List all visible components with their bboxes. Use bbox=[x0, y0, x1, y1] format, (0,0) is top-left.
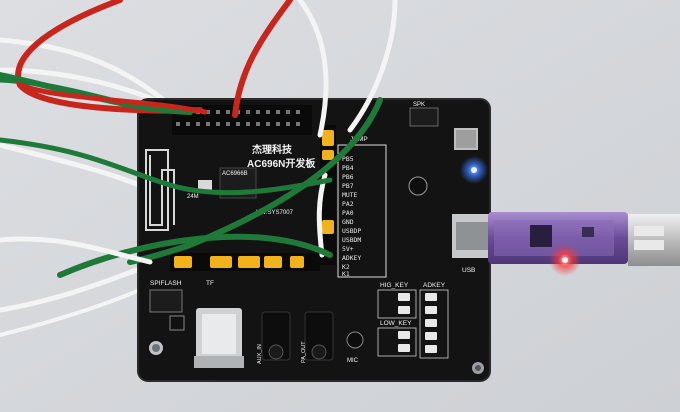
header-label: PB6 bbox=[342, 173, 354, 181]
aux-in-jack bbox=[261, 311, 291, 361]
adkey-label: ADKEY bbox=[423, 282, 446, 289]
board-title-model: AC696N开发板 bbox=[247, 157, 316, 170]
mic-label: MIC bbox=[347, 358, 359, 364]
crystal-label: 24M bbox=[187, 194, 199, 200]
header-label: K1 bbox=[342, 270, 350, 278]
board-title-cn: 杰理科技 bbox=[252, 143, 293, 156]
header-label: USBDP bbox=[342, 227, 361, 235]
mic bbox=[346, 331, 364, 349]
hw-label: HW:SYS7007 bbox=[256, 210, 294, 216]
pa-out-label: PA_OUT bbox=[301, 341, 307, 363]
header-label: USBDM bbox=[342, 236, 361, 244]
header-label: PB7 bbox=[342, 182, 354, 190]
header-label: PB5 bbox=[342, 155, 354, 163]
header-label: PA0 bbox=[342, 209, 354, 217]
low-key-label: LOW_KEY bbox=[380, 320, 412, 327]
jumper-caps-horizontal bbox=[174, 256, 304, 268]
chip-label: AC6966B bbox=[222, 171, 248, 177]
header-label: GND bbox=[342, 218, 354, 226]
jumper-caps-vertical bbox=[322, 130, 334, 234]
wires-front bbox=[0, 0, 398, 278]
header-label: MUTE bbox=[342, 191, 358, 199]
header-label-column: PB5 PB4 PB6 PB7 MUTE PA2 PA0 GND USBDP U… bbox=[337, 144, 387, 278]
antenna-trace bbox=[145, 149, 175, 231]
pa-out-jack bbox=[304, 311, 334, 361]
header-label: PB4 bbox=[342, 164, 354, 172]
header-label: K2 bbox=[342, 263, 350, 271]
hig-key-label: HIG_KEY bbox=[380, 282, 409, 289]
header-label: 5V+ bbox=[342, 245, 354, 253]
spiflash-label: SPIFLASH bbox=[150, 280, 182, 287]
header-label: ADKEY bbox=[342, 254, 361, 262]
tf-label: TF bbox=[206, 280, 214, 287]
usb-label: USB bbox=[462, 267, 475, 274]
spk-label: SPK bbox=[413, 102, 425, 108]
usb-stick bbox=[488, 212, 680, 266]
aux-in-label: AUX_IN bbox=[257, 344, 263, 364]
header-label: PA2 bbox=[342, 200, 354, 208]
spi-flash-chip bbox=[149, 289, 183, 313]
push-buttons bbox=[398, 293, 437, 353]
